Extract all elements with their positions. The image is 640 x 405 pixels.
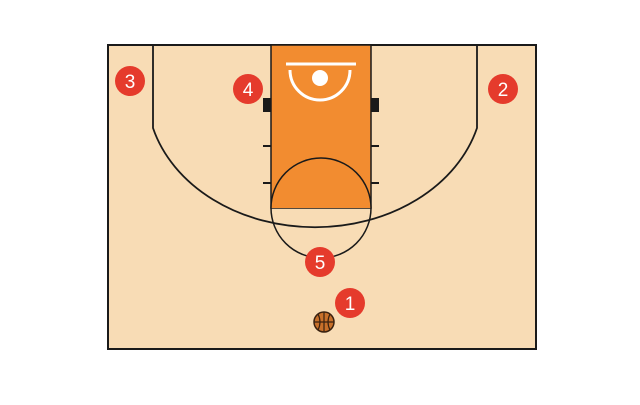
player-3-marker[interactable]: 3 [115, 66, 145, 96]
player-5-marker[interactable]: 5 [305, 247, 335, 277]
player-4-marker[interactable]: 4 [233, 74, 263, 104]
player-5-label: 5 [315, 253, 326, 274]
player-2-label: 2 [498, 80, 509, 101]
rim [312, 70, 328, 86]
lane-block-left [263, 98, 271, 112]
lane-block-right [371, 98, 379, 112]
player-1-marker[interactable]: 1 [335, 288, 365, 318]
restricted-area-arc [288, 69, 352, 102]
player-4-label: 4 [243, 80, 254, 101]
free-throw-circle-top [270, 157, 372, 209]
player-1-label: 1 [345, 294, 356, 315]
player-3-label: 3 [125, 72, 136, 93]
player-2-marker[interactable]: 2 [488, 74, 518, 104]
basketball-icon[interactable] [313, 311, 335, 333]
three-point-line [152, 45, 478, 229]
